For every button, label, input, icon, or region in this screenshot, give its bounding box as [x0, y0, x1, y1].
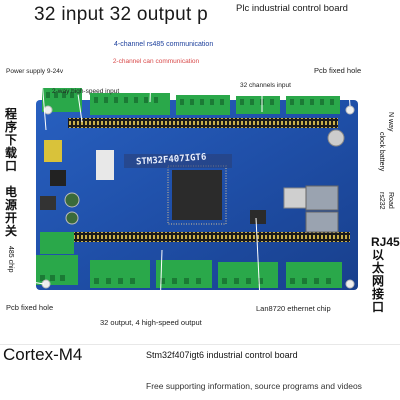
label-clock-battery: clock battery: [378, 132, 385, 172]
mount-hole-tr: [345, 105, 355, 115]
label-channels-input: 32 channels input: [240, 82, 291, 89]
label-power-switch: 电源开关: [4, 185, 17, 238]
footer-cortex: Cortex-M4: [3, 345, 83, 364]
page-subtitle: Plc industrial control board: [236, 3, 348, 14]
clock-battery: [327, 129, 345, 147]
label-power-supply: Power supply 9-24v: [6, 68, 64, 75]
capacitor-2: [65, 211, 79, 225]
label-rj45: RJ45以太网接口: [371, 235, 400, 314]
label-output: 32 output, 4 high-speed output: [100, 318, 202, 327]
label-hs-input: 2-way high-speed input: [52, 88, 120, 95]
crystal: [96, 150, 114, 180]
top-terminals: [42, 88, 340, 115]
label-rs232: rs232: [378, 192, 385, 210]
label-lan-chip: Lan8720 ethernet chip: [256, 304, 331, 313]
rs232-port-2: [305, 211, 339, 233]
power-switch: [40, 196, 56, 210]
label-road: Road: [387, 192, 394, 209]
page-title: 32 input 32 output p: [34, 4, 208, 25]
callout-arrows: [19, 45, 351, 311]
label-485-chip: 485 chip: [7, 246, 14, 273]
label-rs485: 4-channel rs485 communication: [114, 41, 214, 48]
plc-board-photo: [19, 45, 358, 311]
mcu-chip: [172, 170, 222, 220]
label-can: 2-channel can communication: [112, 58, 200, 65]
label-program-download: 程序下载口: [4, 107, 17, 173]
footer-free: Free supporting information, source prog…: [146, 381, 362, 391]
lan-chip: [250, 210, 266, 224]
header-pins-top: [68, 118, 338, 128]
footer-divider: [0, 344, 400, 345]
label-pcb-hole-bottom: Pcb fixed hole: [6, 303, 54, 312]
footer: [0, 342, 400, 400]
mount-hole-br: [345, 279, 355, 289]
rs232-port-1: [305, 185, 339, 211]
mount-hole-tl: [43, 105, 53, 115]
left-terminal: [40, 232, 74, 254]
label-n-way: N way: [387, 112, 394, 132]
label-pcb-hole-top: Pcb fixed hole: [314, 66, 362, 75]
footer-board: Stm32f407igt6 industrial control board: [146, 350, 298, 360]
capacitor-1: [64, 192, 80, 208]
header-pins-bottom: [60, 232, 350, 242]
bottom-terminals: [36, 255, 342, 288]
usb-port: [50, 170, 66, 186]
power-terminal: [44, 140, 62, 162]
rj45-port: [283, 187, 307, 209]
